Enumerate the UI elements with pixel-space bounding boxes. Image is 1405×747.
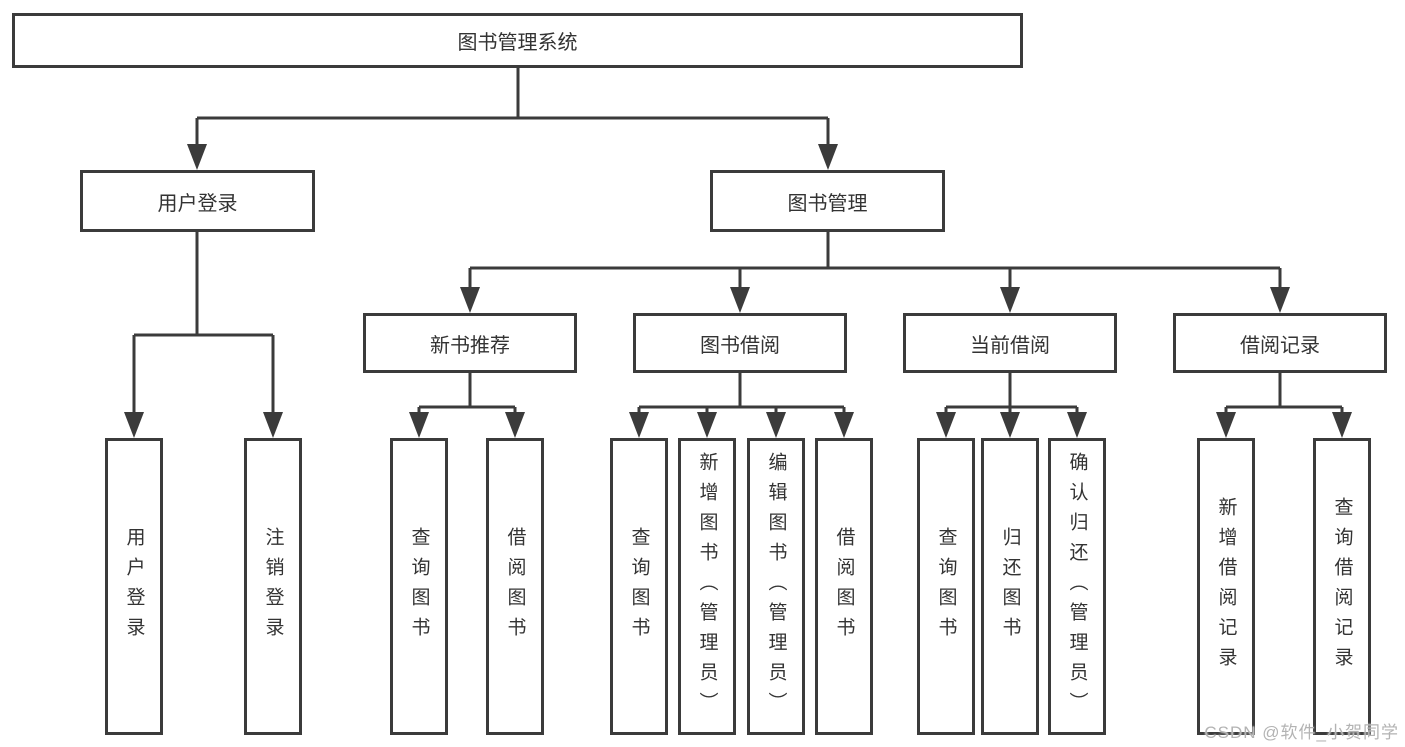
node-label: 借阅图书 bbox=[833, 526, 855, 647]
leaf-query-books-borrow: 查询图书 bbox=[610, 438, 668, 735]
node-label: 用户登录 bbox=[157, 192, 238, 215]
node-user-login: 用户登录 bbox=[80, 170, 315, 232]
node-label: 确认归还（管理员） bbox=[1066, 451, 1088, 722]
node-label: 图书管理 bbox=[787, 192, 868, 215]
node-current-borrow: 当前借阅 bbox=[903, 313, 1117, 373]
node-book-borrow: 图书借阅 bbox=[633, 313, 847, 373]
leaf-borrow-books: 借阅图书 bbox=[815, 438, 873, 735]
leaf-confirm-return-admin: 确认归还（管理员） bbox=[1048, 438, 1106, 735]
node-label: 查询借阅记录 bbox=[1331, 496, 1353, 677]
node-label: 借阅记录 bbox=[1240, 334, 1320, 357]
node-label: 注销登录 bbox=[262, 526, 284, 647]
leaf-borrow-books-newbooks: 借阅图书 bbox=[486, 438, 544, 735]
node-label: 用户登录 bbox=[123, 526, 145, 647]
leaf-add-books-admin: 新增图书（管理员） bbox=[678, 438, 736, 735]
node-label: 新增图书（管理员） bbox=[696, 451, 718, 722]
node-book-management: 图书管理 bbox=[710, 170, 945, 232]
node-label: 查询图书 bbox=[628, 526, 650, 647]
node-label: 当前借阅 bbox=[970, 334, 1050, 357]
leaf-add-borrow-record: 新增借阅记录 bbox=[1197, 438, 1255, 735]
node-borrow-records: 借阅记录 bbox=[1173, 313, 1387, 373]
leaf-query-books-newbooks: 查询图书 bbox=[390, 438, 448, 735]
leaf-query-borrow-record: 查询借阅记录 bbox=[1313, 438, 1371, 735]
node-label: 新增借阅记录 bbox=[1215, 496, 1237, 677]
node-root-library-system: 图书管理系统 bbox=[12, 13, 1023, 68]
node-label: 查询图书 bbox=[408, 526, 430, 647]
leaf-query-books-current: 查询图书 bbox=[917, 438, 975, 735]
leaf-user-login: 用户登录 bbox=[105, 438, 163, 735]
watermark: CSDN @软件_小贺同学 bbox=[1204, 723, 1399, 742]
leaf-return-books: 归还图书 bbox=[981, 438, 1039, 735]
node-label: 新书推荐 bbox=[430, 334, 510, 357]
node-label: 图书管理系统 bbox=[457, 32, 578, 54]
node-label: 编辑图书（管理员） bbox=[765, 451, 787, 722]
node-label: 归还图书 bbox=[999, 526, 1021, 647]
node-label: 图书借阅 bbox=[700, 334, 780, 357]
leaf-edit-books-admin: 编辑图书（管理员） bbox=[747, 438, 805, 735]
node-new-book-recommend: 新书推荐 bbox=[363, 313, 577, 373]
node-label: 查询图书 bbox=[935, 526, 957, 647]
leaf-logout: 注销登录 bbox=[244, 438, 302, 735]
node-label: 借阅图书 bbox=[504, 526, 526, 647]
arrowhead-icons bbox=[124, 144, 1352, 438]
